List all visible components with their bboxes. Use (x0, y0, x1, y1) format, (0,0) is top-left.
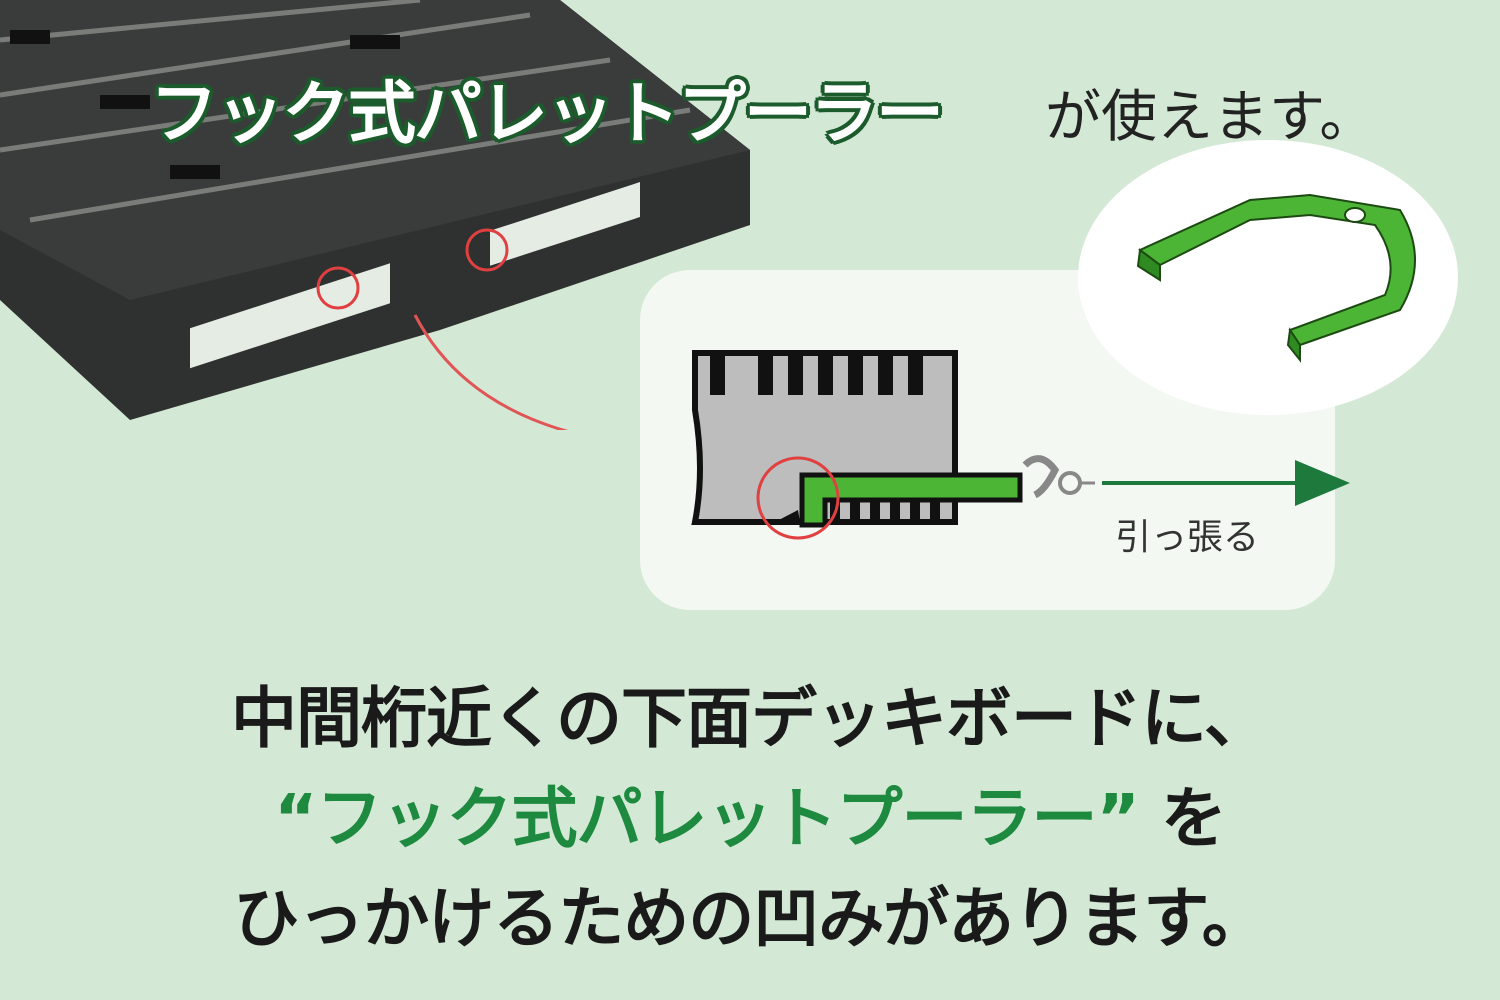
description-line-2-suffix: を (1138, 780, 1227, 857)
puller-icon (1136, 193, 1416, 363)
product-name-quote: “フック式パレットプーラー” (274, 780, 1140, 857)
pallet-photo (0, 0, 750, 430)
recess-marker (756, 456, 840, 540)
description-line-3: ひっかけるための凹みがあります。 (233, 880, 1267, 957)
title-highlight: フック式パレットプーラー (150, 75, 944, 154)
title-suffix: が使えます。 (1045, 85, 1376, 150)
recess-marker (316, 228, 509, 310)
description-line-1: 中間桁近くの下面デッキボードに、 (230, 680, 1270, 757)
pull-label: 引っ張る (1115, 517, 1260, 558)
cross-section-diagram (691, 350, 1350, 540)
description-line-2: “フック式パレットプーラー” を (0, 765, 1500, 861)
pull-arrow-icon (1295, 460, 1350, 506)
